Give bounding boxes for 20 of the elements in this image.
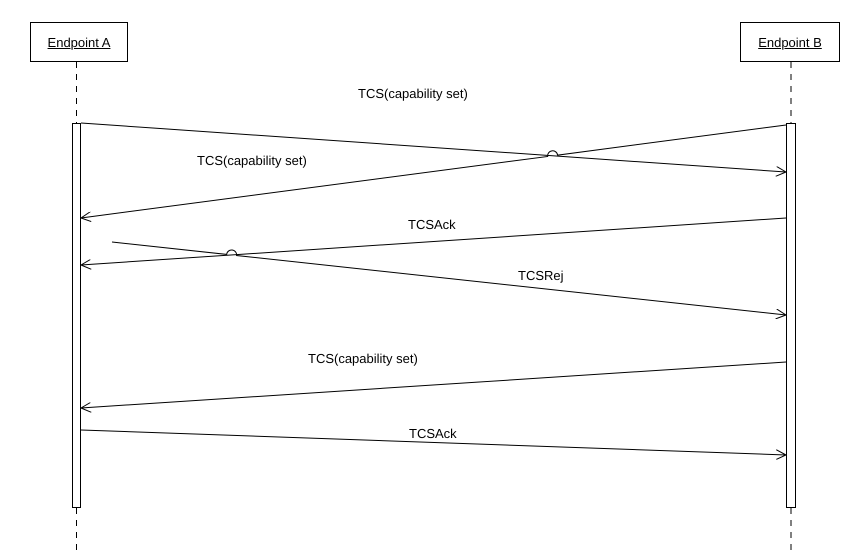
- edge-label: TCSRej: [517, 268, 565, 283]
- participant-box: [740, 22, 840, 62]
- edge-label: TCS(capability set): [196, 153, 308, 168]
- participant-name: Endpoint A: [48, 34, 110, 50]
- message-arrow: [80, 124, 786, 222]
- lifeline: [76, 62, 77, 124]
- activation-bar: [72, 123, 81, 508]
- participant-name: Endpoint B: [758, 34, 822, 50]
- edge-label: TCSAck: [407, 217, 457, 232]
- participant-box: [30, 22, 128, 62]
- edge-label: TCS(capability set): [357, 86, 469, 101]
- edge-label: TCS(capability set): [307, 351, 419, 366]
- activation-bar: [786, 123, 796, 508]
- message-arrow: [80, 430, 786, 460]
- lifeline: [790, 62, 792, 124]
- message-arrow: [80, 218, 786, 270]
- message-arrow: [80, 362, 786, 413]
- message-arrow: [80, 122, 786, 177]
- message-arrow: [112, 242, 786, 320]
- edge-label: TCSAck: [408, 426, 458, 441]
